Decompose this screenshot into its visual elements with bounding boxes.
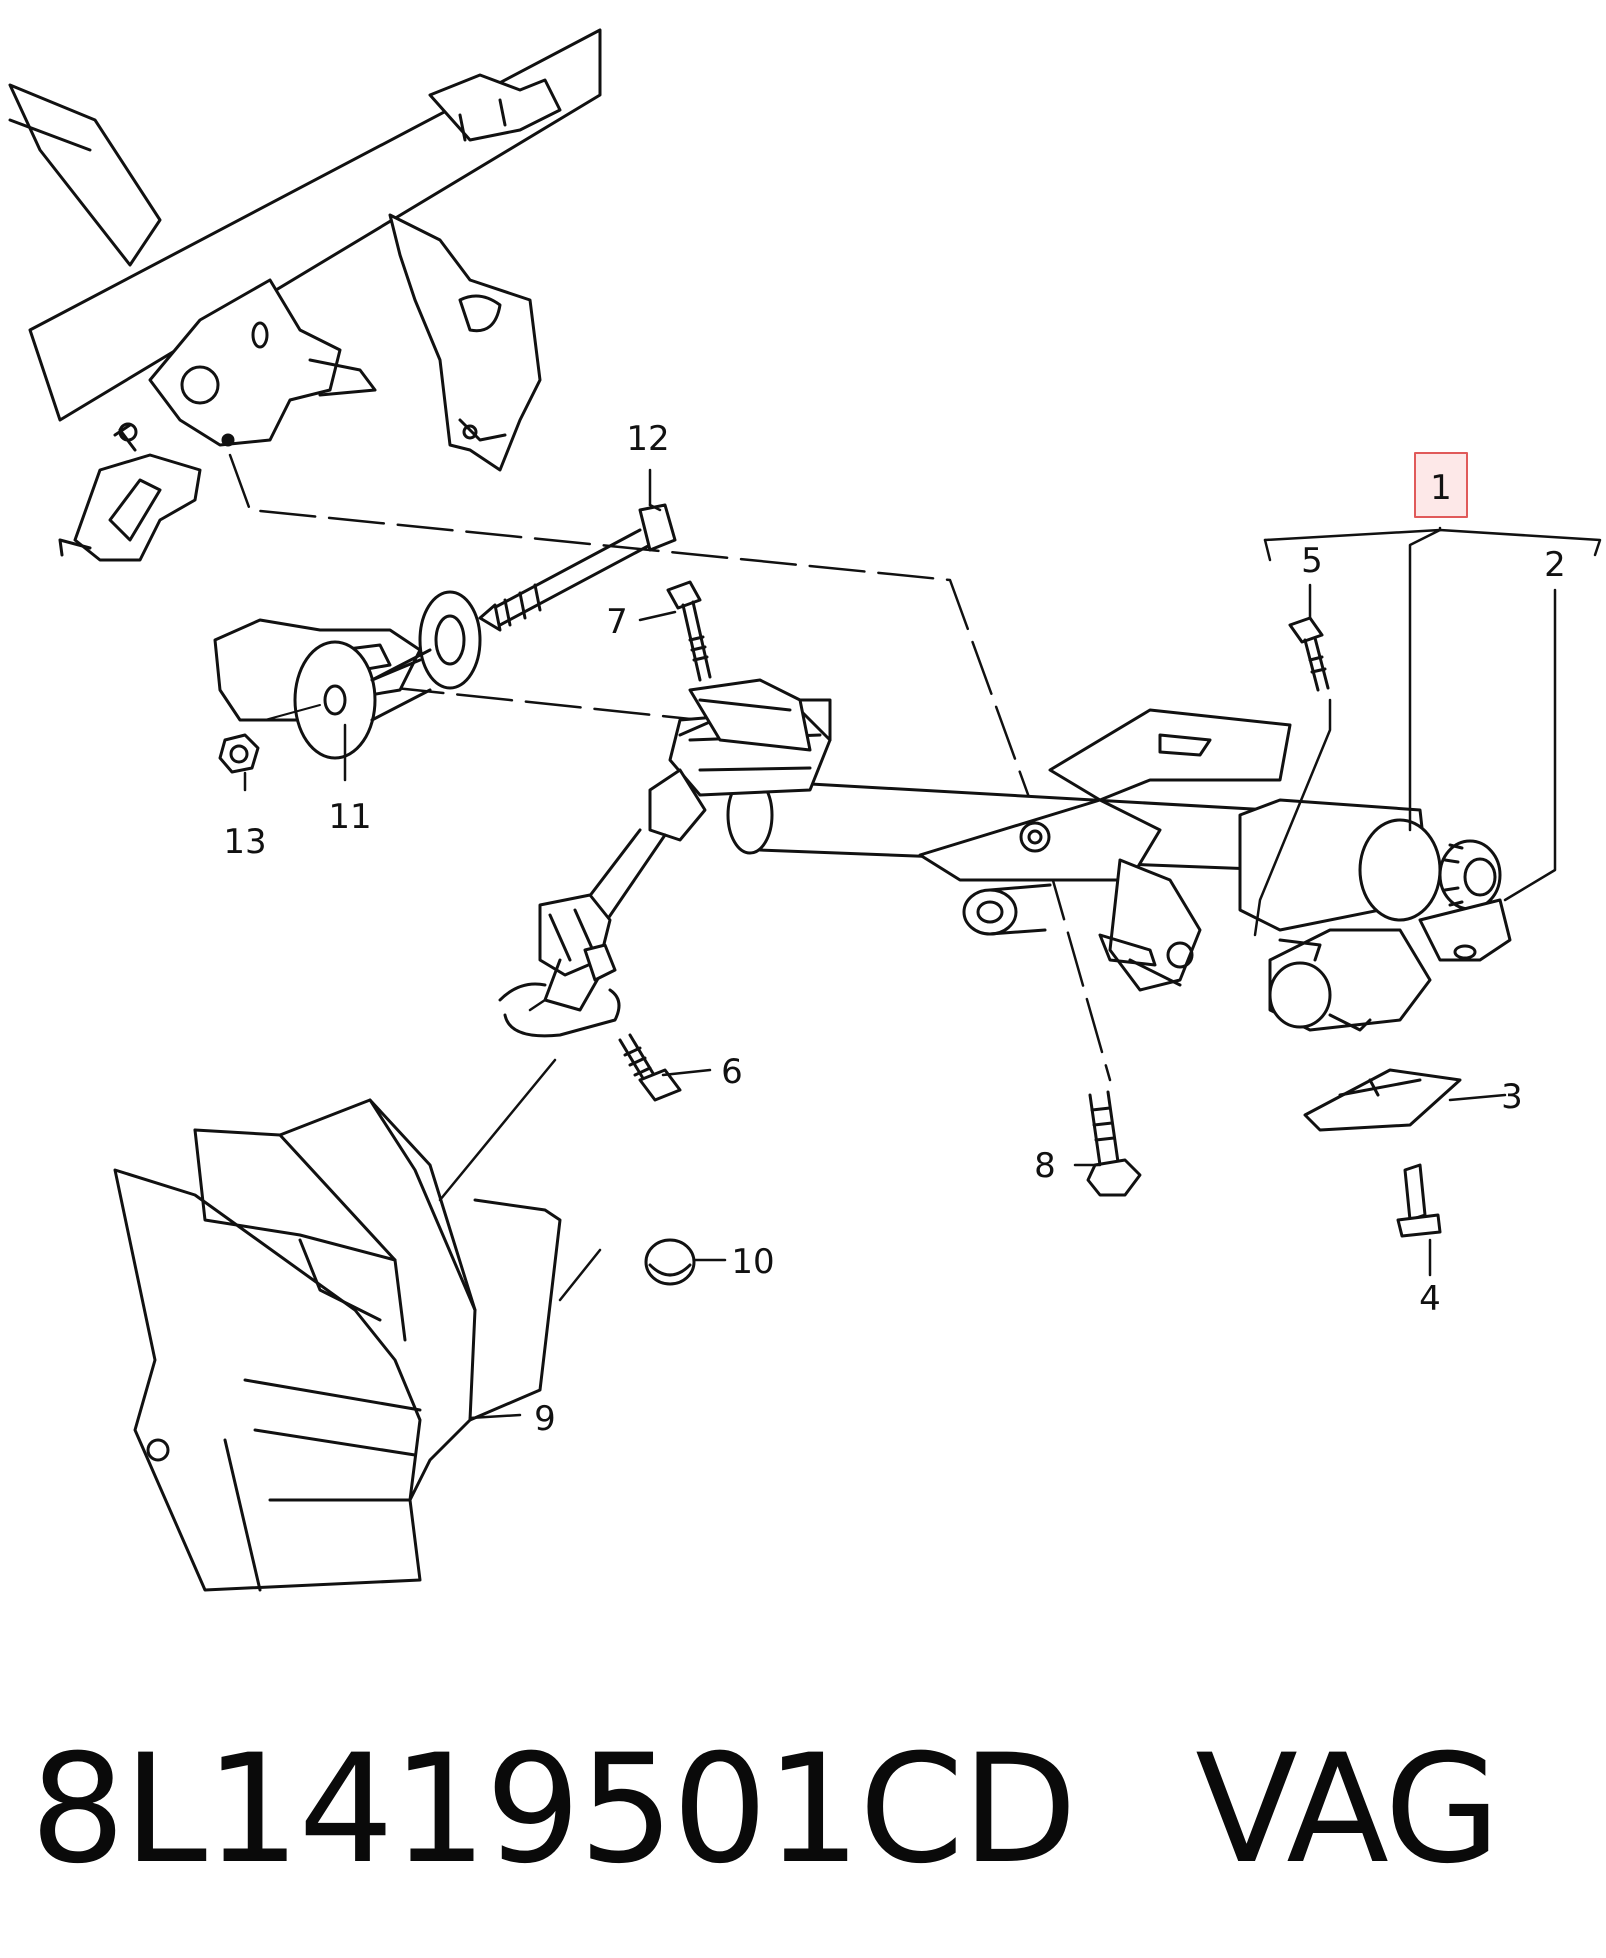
steering-column-exploded-diagram: 1 2 3 4 5 6 7 8 9 10 11 12 13 [8, 28, 1602, 1592]
callout-labels: 1 2 3 4 5 6 7 8 9 10 11 12 13 [223, 419, 1565, 1439]
callout-5: 5 [1301, 541, 1323, 581]
cross-member [8, 28, 602, 562]
intermediate-shaft [498, 768, 707, 1038]
alignment-lines [228, 453, 1112, 1082]
column-cover-9 [113, 1098, 562, 1592]
bolt-7 [666, 580, 812, 752]
screw-4 [1396, 1163, 1442, 1238]
callout-9: 9 [534, 1399, 556, 1439]
callout-11: 11 [328, 797, 371, 837]
part-caption: 8L1419501CD VAG [30, 1700, 1501, 1920]
callout-2: 2 [1544, 545, 1566, 585]
column-head [1238, 798, 1512, 1032]
mount-arm-11 [213, 590, 482, 760]
callout-1: 1 [1430, 468, 1452, 508]
callout-6: 6 [721, 1052, 743, 1092]
callout-8: 8 [1034, 1146, 1056, 1186]
part-number: 8L1419501CD [30, 1723, 1077, 1897]
callout-4: 4 [1419, 1279, 1441, 1319]
nut-13 [218, 733, 260, 774]
callout-12: 12 [626, 419, 669, 459]
callout-3: 3 [1501, 1077, 1523, 1117]
leader-lines [243, 468, 1602, 1420]
bolt-12 [478, 503, 677, 632]
callout-10: 10 [731, 1242, 774, 1282]
callout-13: 13 [223, 822, 266, 862]
callout-7: 7 [606, 602, 628, 642]
bolt-5 [1288, 616, 1330, 692]
bolt-8 [1086, 1090, 1142, 1197]
bolt-6 [618, 1033, 682, 1102]
cap-10 [644, 1238, 696, 1286]
brand-name: VAG [1195, 1723, 1500, 1897]
clip-plate-3 [1303, 1068, 1462, 1132]
callout-1-highlight [1414, 452, 1468, 518]
